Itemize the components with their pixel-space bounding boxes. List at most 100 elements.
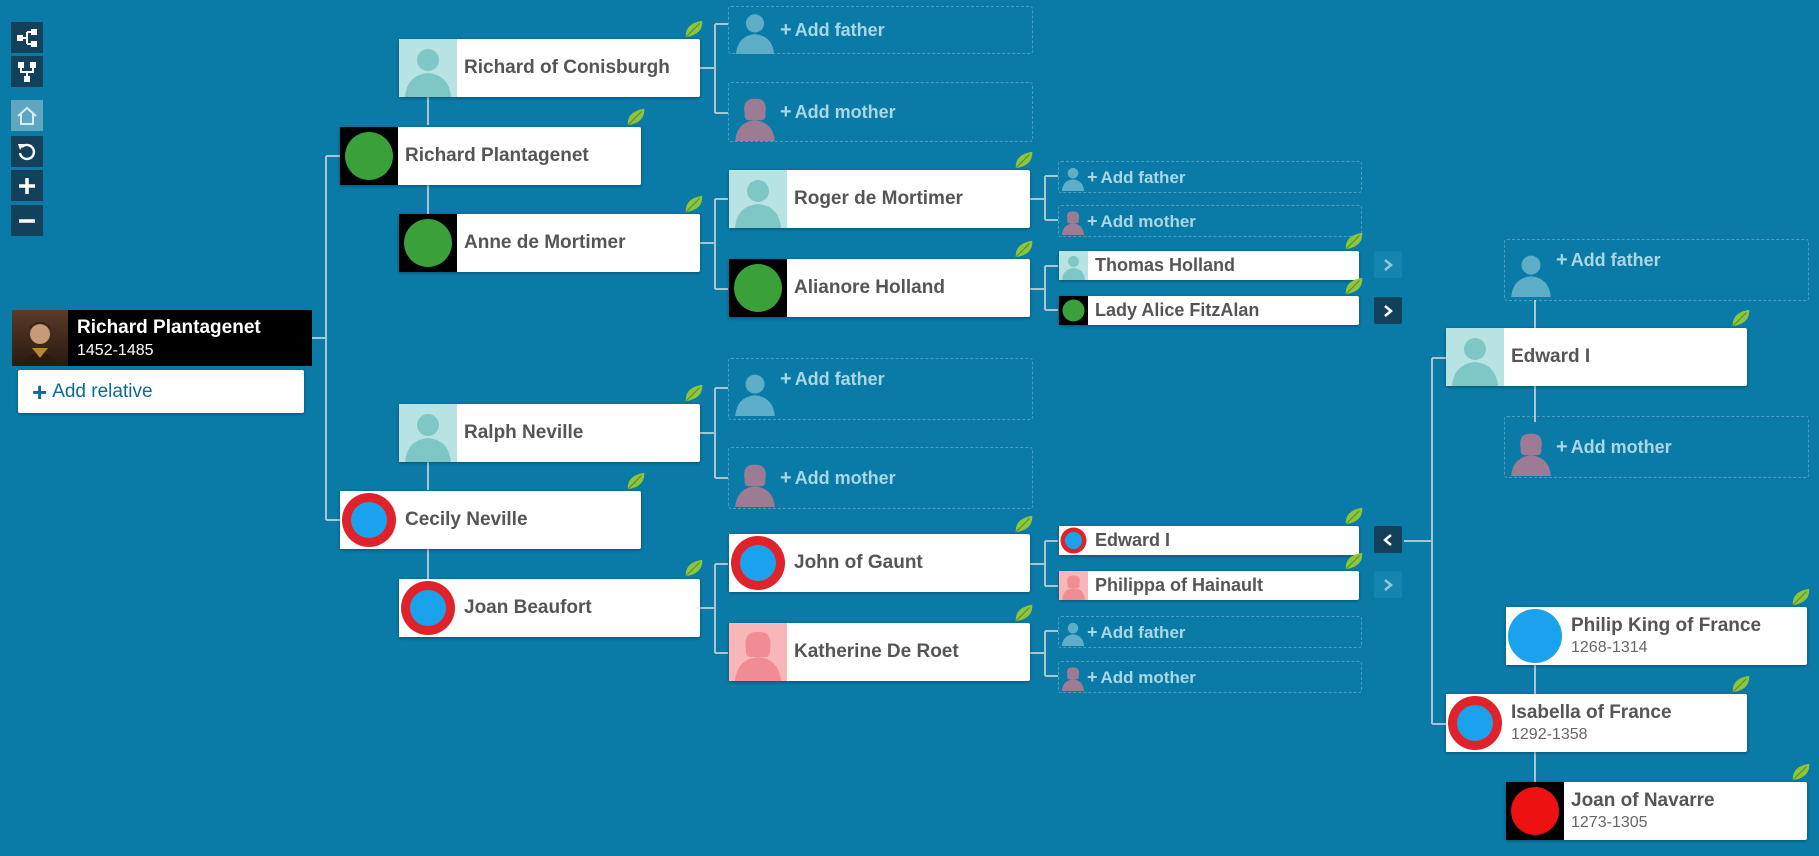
zoom-in-icon — [19, 177, 35, 194]
person-name: John of Gaunt — [794, 552, 923, 573]
plus-icon: + — [1087, 166, 1098, 187]
add-father-label: Add father — [794, 19, 885, 40]
plus-icon: + — [1087, 210, 1098, 231]
male-silhouette-icon — [399, 39, 457, 97]
female-silhouette-icon — [729, 623, 787, 681]
add-father-slot[interactable]: +Add father — [728, 6, 1033, 54]
male-silhouette-icon — [1446, 328, 1504, 386]
add-father-slot[interactable]: +Add father — [728, 358, 1033, 420]
person-dates: 1268-1314 — [1571, 639, 1648, 656]
add-mother-label: Add mother — [794, 101, 896, 122]
male-silhouette-icon — [729, 170, 787, 228]
plus-icon: + — [780, 100, 792, 123]
add-mother-slot[interactable]: +Add mother — [1504, 416, 1809, 478]
add-father-label: Add father — [1570, 249, 1661, 270]
red-circle-icon — [1506, 782, 1564, 840]
person-card-joan-beaufort[interactable]: Joan Beaufort — [399, 579, 700, 637]
add-mother-slot[interactable]: +Add mother — [1058, 205, 1362, 237]
person-card-edward-i-large[interactable]: Edward I — [1446, 328, 1747, 386]
expand-ancestors-button[interactable] — [1374, 571, 1402, 598]
person-name: Edward I — [1511, 346, 1591, 367]
person-card-cecily-neville[interactable]: Cecily Neville — [340, 491, 641, 549]
add-father-label: Add father — [1100, 167, 1186, 187]
person-card-philip-king-of-france[interactable]: Philip King of France 1268-1314 — [1506, 607, 1807, 665]
person-card-katherine-de-roet[interactable]: Katherine De Roet — [729, 623, 1030, 681]
blue-red-circle-icon — [1446, 694, 1504, 752]
person-card-lady-alice-fitzalan[interactable]: Lady Alice FitzAlan — [1059, 296, 1359, 325]
person-card-roger-de-mortimer[interactable]: Roger de Mortimer — [729, 170, 1030, 228]
person-card-joan-of-navarre[interactable]: Joan of Navarre 1273-1305 — [1506, 782, 1807, 840]
add-mother-label: Add mother — [794, 467, 896, 488]
plus-icon: + — [32, 376, 48, 407]
plus-icon: + — [780, 466, 792, 489]
expand-ancestors-button[interactable] — [1374, 297, 1402, 324]
person-name: Ralph Neville — [464, 422, 584, 443]
add-relative-button[interactable]: + Add relative — [18, 370, 304, 413]
female-silhouette-icon — [730, 456, 780, 508]
blue-red-circle-icon — [1059, 526, 1088, 555]
add-father-slot[interactable]: +Add father — [1058, 161, 1362, 193]
green-circle-icon — [1059, 296, 1088, 325]
blue-red-circle-icon — [399, 579, 457, 637]
chevron-left-icon — [1383, 533, 1392, 546]
leaf-icon — [1343, 550, 1365, 572]
leaf-icon — [1790, 761, 1812, 783]
zoom-out-button[interactable] — [11, 205, 43, 236]
fork-view-icon — [18, 61, 36, 82]
reset-icon — [18, 143, 36, 160]
fan-view-button[interactable] — [11, 56, 43, 87]
collapse-ancestors-button[interactable] — [1374, 526, 1402, 553]
chevron-right-icon — [1384, 304, 1393, 317]
zoom-out-icon — [19, 218, 35, 223]
person-name: Alianore Holland — [794, 277, 945, 298]
plus-icon: + — [1087, 621, 1098, 642]
person-card-philippa-of-hainault[interactable]: Philippa of Hainault — [1059, 571, 1359, 600]
person-card-anne-de-mortimer[interactable]: Anne de Mortimer — [399, 214, 700, 272]
female-silhouette-icon — [1506, 425, 1556, 477]
add-mother-slot[interactable]: +Add mother — [1058, 661, 1362, 693]
leaf-icon — [1790, 586, 1812, 608]
add-father-slot[interactable]: +Add father — [1504, 239, 1809, 301]
plus-icon: + — [1556, 248, 1568, 271]
person-card-edward-i[interactable]: Edward I — [1059, 526, 1359, 555]
tree-view-icon — [17, 28, 37, 47]
person-card-alianore-holland[interactable]: Alianore Holland — [729, 259, 1030, 317]
person-card-thomas-holland[interactable]: Thomas Holland — [1059, 251, 1359, 280]
chevron-right-icon — [1384, 578, 1393, 591]
leaf-icon — [625, 470, 647, 492]
green-circle-icon — [729, 259, 787, 317]
add-father-slot[interactable]: +Add father — [1058, 616, 1362, 648]
plus-icon: + — [1556, 435, 1568, 458]
leaf-icon — [1013, 149, 1035, 171]
person-card-john-of-gaunt[interactable]: John of Gaunt — [729, 534, 1030, 592]
person-name: Richard of Conisburgh — [464, 57, 670, 78]
add-mother-slot[interactable]: +Add mother — [728, 447, 1033, 509]
zoom-in-button[interactable] — [11, 170, 43, 201]
root-person-card[interactable]: Richard Plantagenet 1452-1485 — [12, 310, 312, 366]
add-father-label: Add father — [794, 368, 885, 389]
leaf-icon — [1013, 513, 1035, 535]
expand-ancestors-button[interactable] — [1374, 251, 1402, 278]
male-silhouette-icon — [399, 404, 457, 462]
home-button[interactable] — [11, 100, 43, 131]
person-name: Edward I — [1095, 530, 1171, 550]
person-card-richard-plantagenet[interactable]: Richard Plantagenet — [340, 127, 641, 185]
person-card-richard-of-conisburgh[interactable]: Richard of Conisburgh — [399, 39, 700, 97]
plus-icon: + — [1087, 666, 1098, 687]
add-mother-slot[interactable]: +Add mother — [728, 82, 1033, 142]
person-dates: 1292-1358 — [1511, 726, 1588, 743]
leaf-icon — [1343, 505, 1365, 527]
add-mother-label: Add mother — [1570, 436, 1672, 457]
reset-button[interactable] — [11, 136, 43, 167]
add-father-label: Add father — [1100, 622, 1186, 642]
person-card-ralph-neville[interactable]: Ralph Neville — [399, 404, 700, 462]
person-card-isabella-of-france[interactable]: Isabella of France 1292-1358 — [1446, 694, 1747, 752]
person-dates: 1273-1305 — [1571, 814, 1648, 831]
male-silhouette-icon — [1059, 251, 1088, 280]
female-silhouette-icon — [1059, 207, 1087, 235]
tree-view-button[interactable] — [11, 22, 43, 53]
leaf-icon — [1013, 602, 1035, 624]
person-name: Philippa of Hainault — [1095, 575, 1264, 595]
root-portrait — [12, 310, 68, 366]
